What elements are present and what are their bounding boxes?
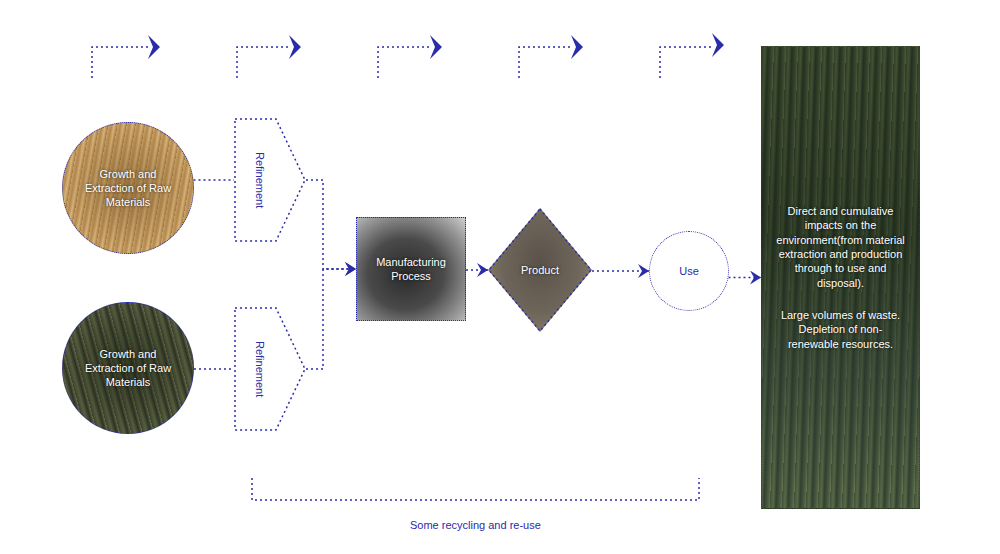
- flow-arrow: [237, 47, 291, 78]
- recycling-bracket: [252, 478, 699, 500]
- flow-arrow: [519, 47, 573, 78]
- refinement-box: Refinement: [234, 307, 306, 431]
- flow-connector: [306, 269, 356, 369]
- product-diamond: Product: [488, 208, 592, 332]
- node-text: Growth and Extraction of Raw Materials: [80, 347, 176, 390]
- pentagon-outline: [234, 118, 306, 242]
- arrowhead: [430, 35, 442, 59]
- flow-connector: [466, 269, 488, 271]
- node-text: Large volumes of waste. Depletion of non…: [774, 308, 908, 351]
- flow-arrow: [378, 47, 432, 78]
- flow-arrowheads: [148, 33, 724, 59]
- arrowhead: [571, 35, 583, 59]
- node-text: Product: [521, 263, 559, 277]
- flow-connector: [194, 368, 234, 370]
- flow-arrow: [92, 47, 150, 78]
- use-circle: Use: [649, 231, 729, 311]
- process-box: Manufacturing Process: [356, 217, 466, 321]
- raw-material-circle: Growth and Extraction of Raw Materials: [62, 122, 194, 254]
- flow-connector: [592, 270, 649, 272]
- bracket-label: Some recycling and re-use: [407, 519, 544, 531]
- node-text: Use: [679, 264, 699, 278]
- arrowhead: [289, 35, 301, 59]
- vertical-label: Refinement: [253, 152, 267, 208]
- impact-panel: Direct and cumulative impacts on the env…: [761, 46, 920, 509]
- node-text: Growth and Extraction of Raw Materials: [80, 167, 176, 210]
- raw-material-circle: Growth and Extraction of Raw Materials: [62, 302, 194, 434]
- arrowhead: [148, 35, 160, 59]
- flow-connector: [729, 277, 762, 279]
- node-text: Direct and cumulative impacts on the env…: [774, 204, 908, 290]
- flow-arrows: [92, 47, 714, 500]
- refinement-box: Refinement: [234, 118, 306, 242]
- node-text: Manufacturing Process: [363, 255, 459, 284]
- flow-connector: [194, 179, 235, 181]
- flow-connector: [306, 180, 356, 269]
- arrowhead: [712, 33, 724, 57]
- flow-arrow: [660, 47, 714, 78]
- pentagon-outline: [234, 307, 306, 431]
- vertical-label: Refinement: [253, 341, 267, 397]
